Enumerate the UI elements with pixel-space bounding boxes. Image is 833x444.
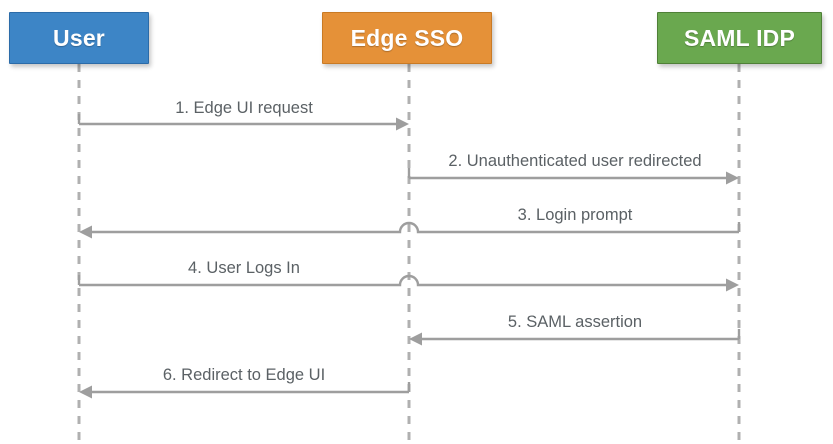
message-label-1: 1. Edge UI request xyxy=(175,99,313,117)
actor-label-edge-sso: Edge SSO xyxy=(350,24,464,51)
actor-box-user[interactable]: User xyxy=(9,12,149,64)
message-arrow-3 xyxy=(79,221,741,239)
message-label-6: 6. Redirect to Edge UI xyxy=(162,366,326,384)
message-arrow-6 xyxy=(79,382,411,399)
arrowhead-6 xyxy=(79,385,92,399)
message-label-3: 3. Login prompt xyxy=(517,206,633,224)
message-line-4 xyxy=(79,274,726,287)
message-label-4: 4. User Logs In xyxy=(188,259,300,277)
actor-box-saml-idp[interactable]: SAML IDP xyxy=(657,12,822,64)
message-label-2: 2. Unauthenticated user redirected xyxy=(448,152,702,170)
actor-label-user: User xyxy=(53,24,105,51)
message-arrow-2 xyxy=(407,168,739,185)
message-arrow-4 xyxy=(77,274,739,292)
message-label-5: 5. SAML assertion xyxy=(507,313,643,331)
message-line-3 xyxy=(92,221,739,234)
arrowhead-5 xyxy=(409,332,422,346)
actor-box-edge-sso[interactable]: Edge SSO xyxy=(322,12,492,64)
message-arrow-5 xyxy=(409,329,741,346)
arrowhead-1 xyxy=(396,117,409,131)
arrowhead-4 xyxy=(726,278,739,292)
message-arrow-1 xyxy=(77,114,409,131)
arrowhead-3 xyxy=(79,225,92,239)
message-arrows-group xyxy=(77,114,741,399)
actor-label-saml-idp: SAML IDP xyxy=(683,24,796,51)
arrowhead-2 xyxy=(726,171,739,185)
